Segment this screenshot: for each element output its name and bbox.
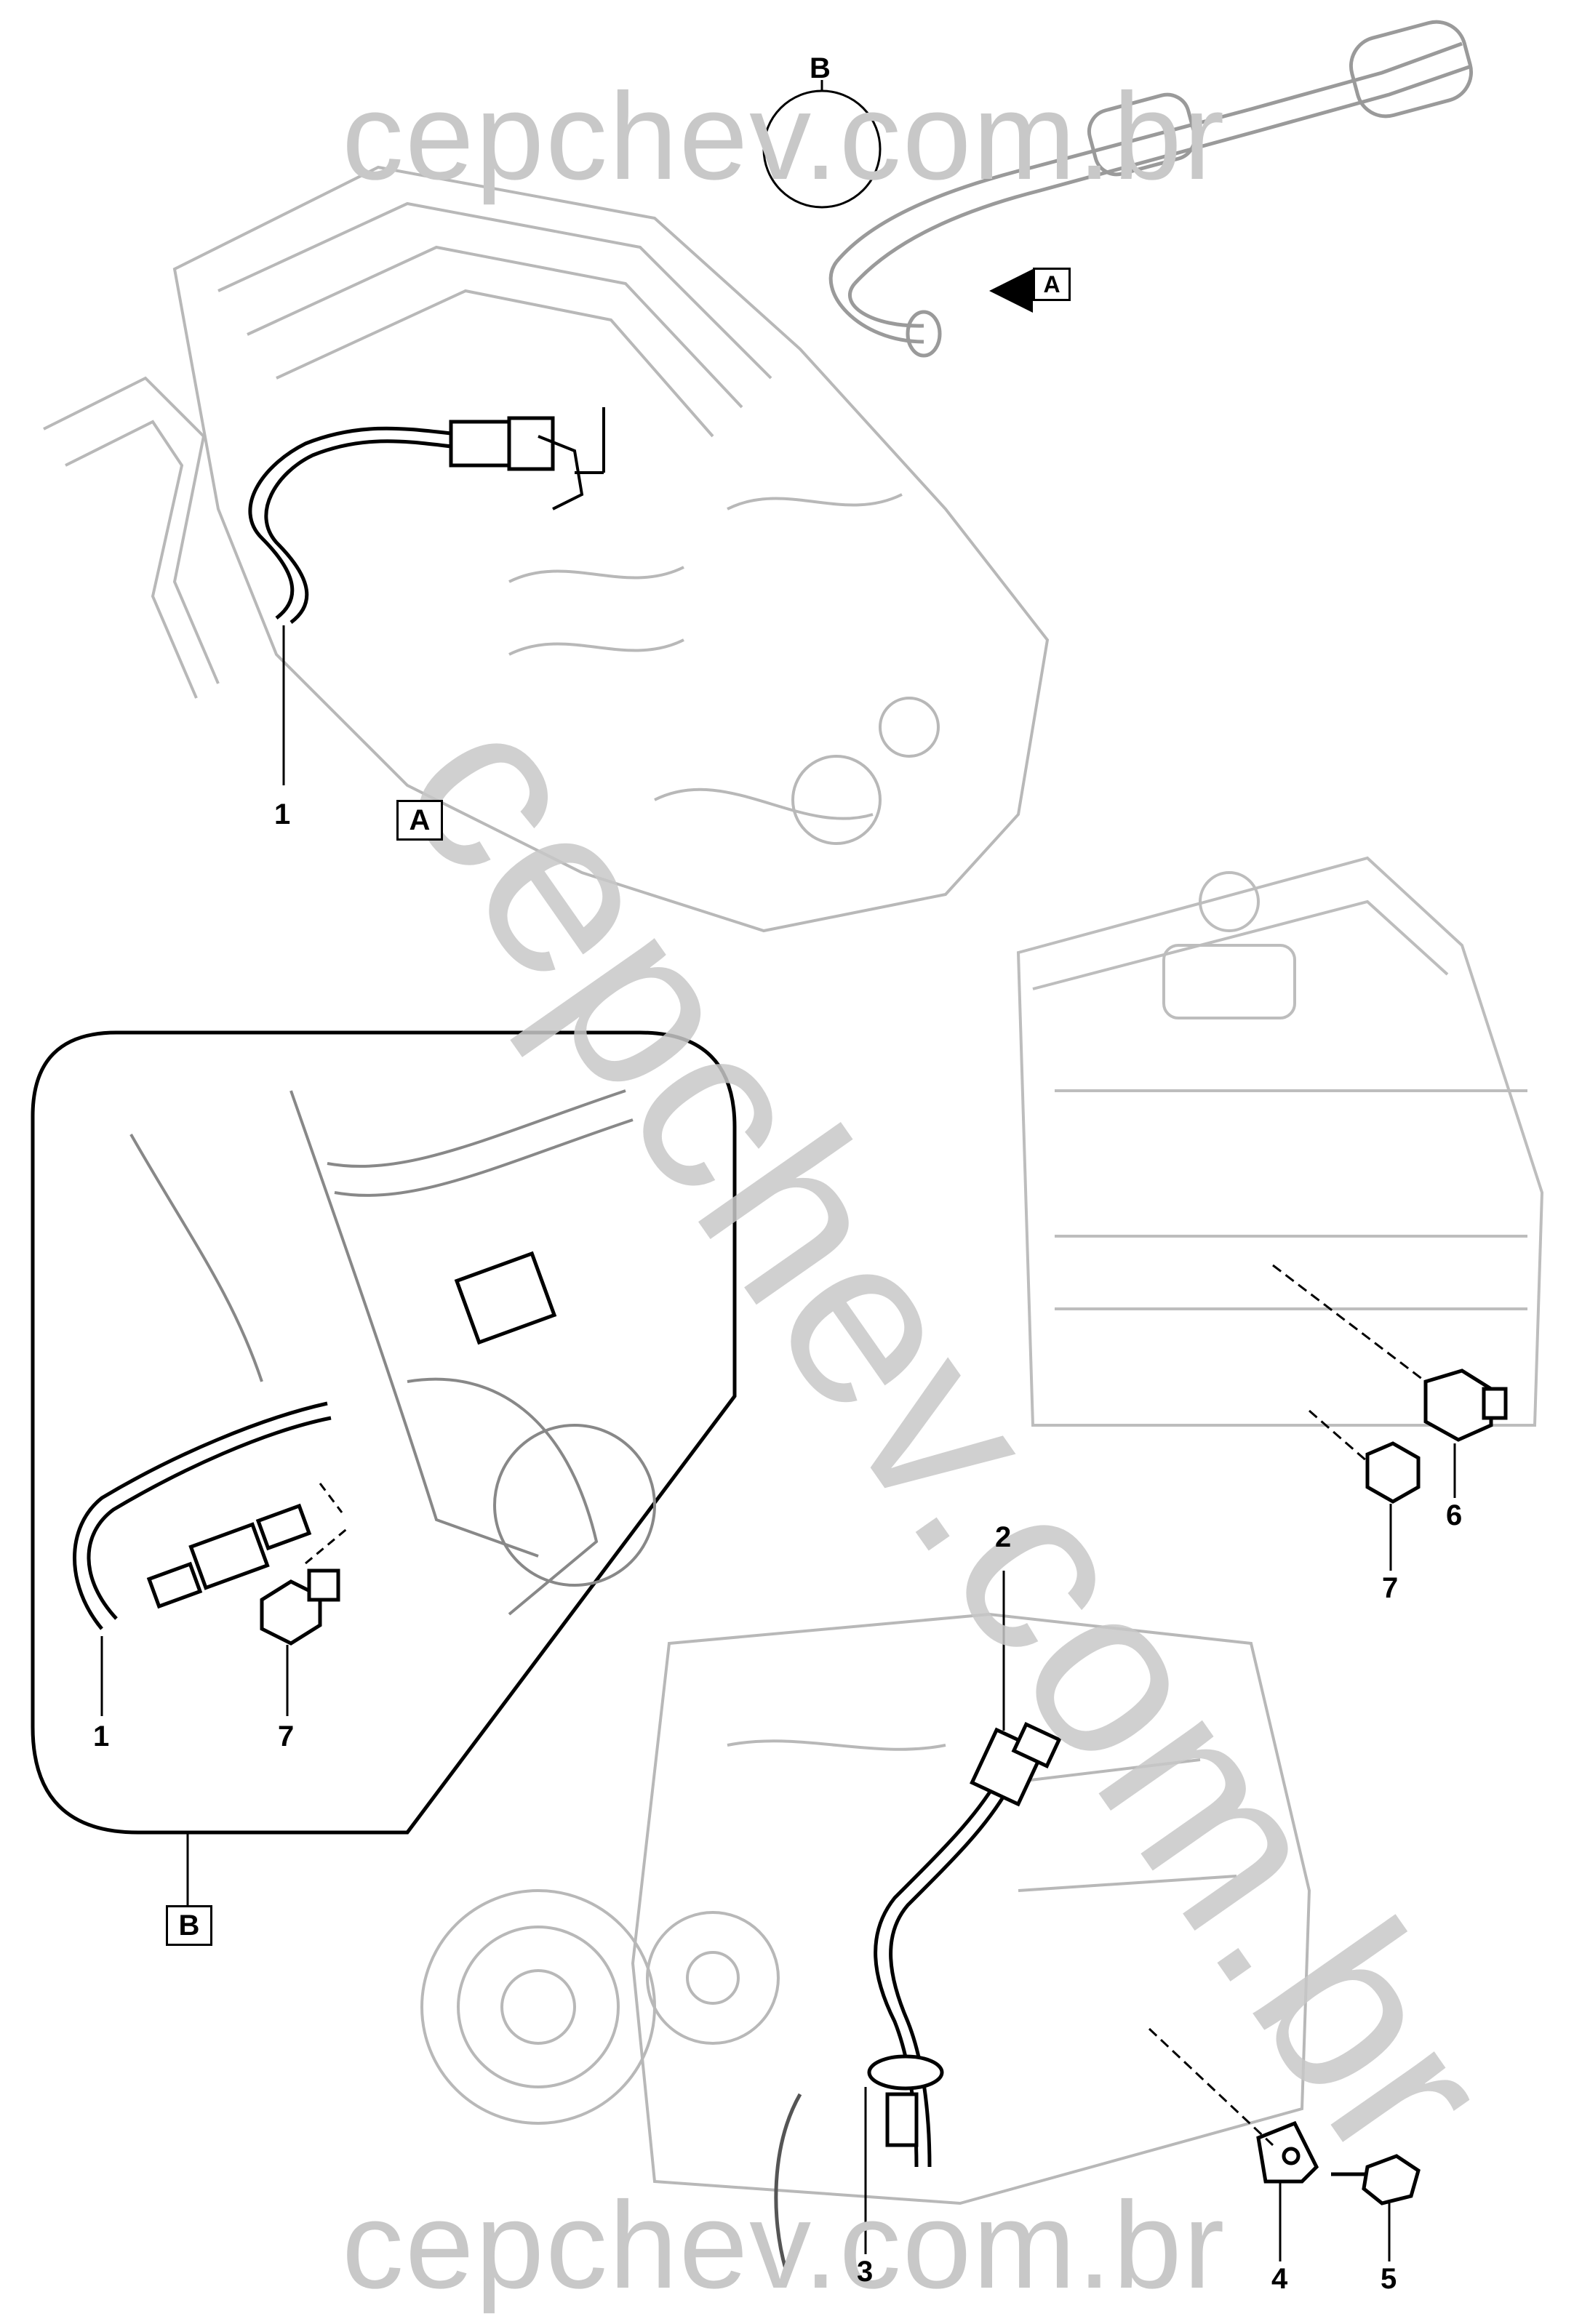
inset-b-frame (31, 1030, 737, 1905)
bracket-bolt-items-4-5 (1148, 2027, 1421, 2261)
transmission-sketch (43, 165, 1050, 933)
engine-block-sketch (1016, 856, 1544, 1427)
watermark-bottom: cepchev.com.br (342, 2176, 1226, 2315)
callout-3: 3 (857, 2256, 874, 2288)
connector-top (538, 407, 605, 510)
inset-plug-bolt (260, 1483, 350, 1716)
callout-1-top: 1 (274, 798, 291, 830)
callout-6: 6 (1446, 1499, 1463, 1531)
inset-b-contents (129, 1089, 656, 1616)
callout-4: 4 (1271, 2263, 1288, 2295)
callout-7: 7 (1382, 1572, 1399, 1604)
exhaust-pipe-sketch (828, 20, 1474, 358)
callout-7-inset: 7 (278, 1720, 295, 1752)
engine-lower-sketch (420, 1612, 1311, 2205)
inset-harness-sensor (73, 1251, 557, 1716)
sender-sensor-parts (1272, 1264, 1508, 1571)
view-a-arrow-label: A (1033, 268, 1071, 301)
clip-item-3 (774, 2054, 944, 2269)
view-a-arrow (989, 269, 1062, 313)
callout-5: 5 (1381, 2263, 1397, 2295)
view-a-box-label: A (396, 800, 443, 841)
view-b-circle-label: B (810, 52, 831, 84)
watermark-top: cepchev.com.br (342, 68, 1226, 206)
view-b-box-label: B (166, 1905, 212, 1946)
callout-1-inset: 1 (93, 1720, 110, 1752)
callout-2: 2 (995, 1521, 1012, 1553)
view-b-circle (762, 80, 882, 209)
